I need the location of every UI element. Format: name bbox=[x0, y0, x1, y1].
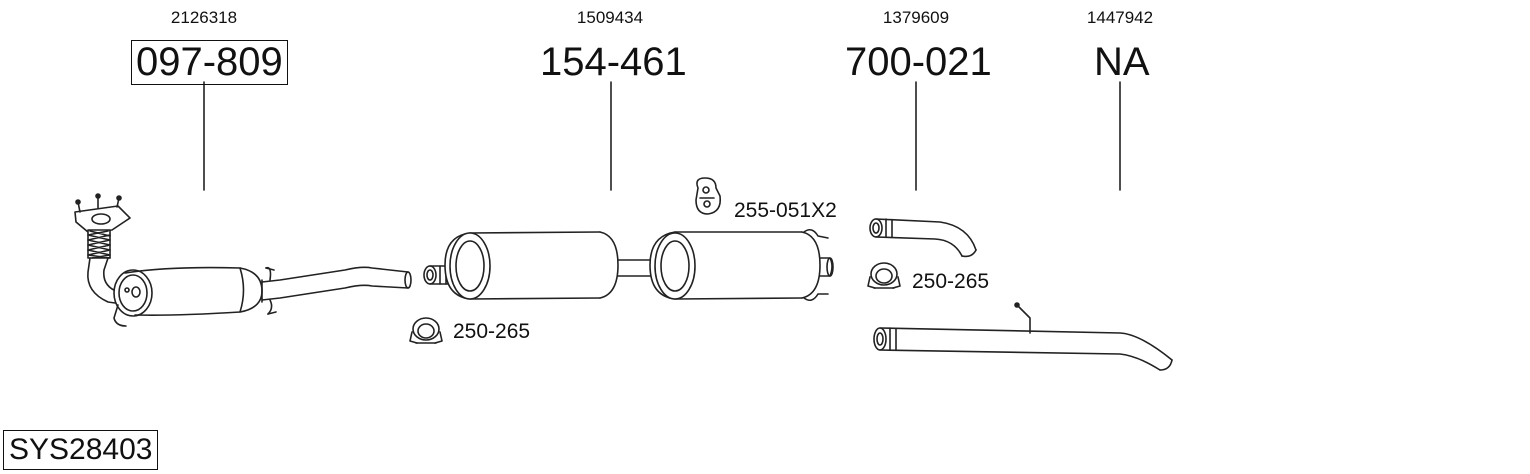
tailpipe-bend-part bbox=[869, 218, 977, 258]
oem-number: 1509434 bbox=[576, 8, 644, 27]
silencer-assembly-part bbox=[423, 228, 834, 302]
tailpipe-part bbox=[873, 302, 1173, 371]
part-number-label[interactable]: 097-809 bbox=[131, 40, 288, 85]
oem-number: 1379609 bbox=[882, 8, 950, 27]
part-number-label[interactable]: 700-021 bbox=[845, 40, 992, 84]
clamp-icon bbox=[409, 317, 443, 344]
system-code-label: SYS28403 bbox=[3, 430, 159, 470]
clamp-icon bbox=[867, 262, 901, 289]
oem-number: 2126318 bbox=[170, 8, 238, 27]
part-number-label[interactable]: 154-461 bbox=[540, 40, 687, 84]
accessory-label-clamp[interactable]: 250-265 bbox=[453, 320, 531, 343]
accessory-label-hanger[interactable]: 255-051X2 bbox=[734, 199, 837, 222]
front-pipe-catalyst-part bbox=[74, 193, 412, 327]
part-number-label[interactable]: NA bbox=[1094, 40, 1150, 84]
oem-number: 1447942 bbox=[1086, 8, 1154, 27]
rubber-hanger-icon bbox=[695, 177, 722, 215]
accessory-label-clamp[interactable]: 250-265 bbox=[912, 270, 990, 293]
